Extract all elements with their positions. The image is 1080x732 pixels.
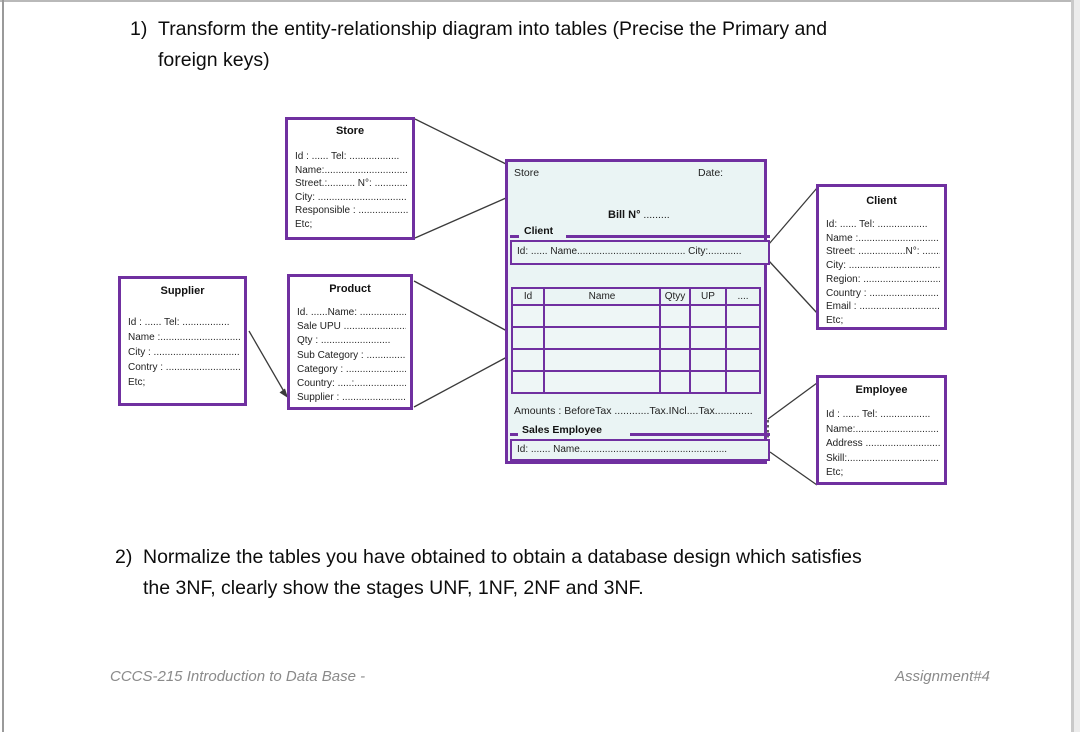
store-attr-name: Name:.............................. — [295, 164, 408, 176]
invoice-bill-number-line: Bill N° ......... — [608, 209, 738, 221]
client-legend-rule — [566, 235, 770, 238]
invoice-date-label: Date: — [698, 167, 724, 179]
items-cell — [513, 350, 543, 370]
supplier-attr-contry: Contry : ...............................… — [128, 362, 240, 373]
question1-line1: Transform the entity-relationship diagra… — [158, 18, 828, 40]
items-col-id: Id — [513, 289, 543, 304]
client-attr-id-tel: Id: ...... Tel: .................. — [826, 219, 928, 230]
entity-store-title: Store — [335, 125, 365, 137]
items-cell — [727, 350, 759, 370]
client-attr-street: Street: .................N°: ....... — [826, 246, 940, 258]
items-col-name: Name — [545, 289, 659, 304]
items-cell — [545, 328, 659, 348]
entity-product-title: Product — [329, 283, 371, 295]
question2-line2: the 3NF, clearly show the stages UNF, 1N… — [143, 577, 644, 599]
items-cell — [661, 306, 689, 326]
store-attr-responsible: Responsible : .................... — [295, 205, 408, 217]
invoice-client-strip: Id: ...... Name.........................… — [510, 240, 770, 265]
invoice-sales-employee-legend: Sales Employee — [522, 424, 602, 436]
items-cell — [545, 350, 659, 370]
page-left-edge — [2, 0, 4, 732]
client-attr-name: Name :............................. — [826, 232, 939, 244]
items-cell — [545, 306, 659, 326]
question1-line2: foreign keys) — [158, 49, 270, 71]
invoice-items-table: Id Name Qtyy UP .... — [511, 287, 761, 394]
items-cell — [513, 328, 543, 348]
client-attr-region: Region: .............................. — [826, 273, 940, 285]
client-attr-city: City: ................................. — [826, 260, 940, 272]
question2-number: 2) — [115, 546, 133, 568]
page-top-edge — [0, 0, 1080, 2]
invoice-client-legend: Client — [524, 225, 554, 237]
invoice-sales-employee-strip: Id: ....... Name........................… — [510, 439, 770, 461]
items-cell — [545, 372, 659, 392]
supplier-attr-name: Name :................................ — [128, 332, 240, 343]
supplier-attr-city: City : .................................… — [128, 347, 240, 358]
footer-assignment-label: Assignment#4 — [894, 668, 990, 685]
question2-line1: Normalize the tables you have obtained t… — [143, 546, 862, 568]
entity-store: Store Id : ...... Tel: .................… — [285, 117, 415, 240]
items-cell — [661, 328, 689, 348]
product-attr-qty: Qty : ......................... — [297, 335, 391, 347]
items-cell — [727, 372, 759, 392]
question1-number: 1) — [130, 18, 148, 40]
items-cell — [691, 328, 725, 348]
footer-course-label: CCCS-215 Introduction to Data Base - — [110, 668, 366, 685]
employee-attr-address: Address ............................ — [826, 438, 940, 450]
store-attr-id-tel: Id : ...... Tel: .................. — [295, 151, 400, 162]
employee-attr-id-tel: Id : ...... Tel: .................. — [826, 409, 931, 420]
invoice-sales-employee-line: Id: ....... Name........................… — [517, 444, 728, 455]
page-right-margin — [1074, 0, 1080, 732]
items-cell — [513, 372, 543, 392]
entity-employee: Employee Id : ...... Tel: ..............… — [816, 375, 947, 485]
entity-client-title: Client — [866, 195, 897, 207]
entity-product: Product Id. ......Name: ................… — [287, 274, 413, 410]
client-attr-email: Email : ............................... — [826, 301, 940, 313]
store-attr-etc: Etc; — [295, 218, 313, 230]
items-cell — [691, 372, 725, 392]
product-attr-supplier: Supplier : ....................... — [297, 392, 406, 404]
employee-attr-name: Name:.............................. — [826, 423, 939, 435]
product-attr-category: Category : .......................... — [297, 363, 406, 375]
arrowhead-icon — [279, 388, 288, 398]
client-attr-country: Country : ......................... — [826, 287, 939, 299]
supplier-attr-id-tel: Id : ...... Tel: ................. — [128, 317, 230, 328]
employee-attr-etc: Etc; — [826, 467, 844, 479]
entity-supplier: Supplier Id : ...... Tel: ..............… — [118, 276, 247, 406]
client-legend-tick — [510, 235, 519, 238]
page-right-edge — [1071, 0, 1074, 732]
product-attr-id-name: Id. ......Name: ................... — [297, 307, 406, 318]
sales-legend-tick — [510, 433, 518, 436]
client-attr-etc: Etc; — [826, 314, 844, 326]
invoice-amounts-line: Amounts : BeforeTax ............Tax.INcl… — [514, 405, 753, 417]
items-cell — [661, 350, 689, 370]
entity-client: Client Id: ...... Tel: .................… — [816, 184, 947, 330]
product-attr-sale-upu: Sale UPU ........................... — [297, 321, 406, 333]
entity-supplier-title: Supplier — [160, 285, 205, 297]
store-attr-city: City: ................................ — [295, 191, 407, 203]
items-col-qty: Qtyy — [661, 289, 689, 304]
store-attr-street: Street.:.......... N°: ............. — [295, 178, 408, 190]
supplier-attr-etc: Etc; — [128, 377, 146, 388]
entity-employee-title: Employee — [855, 384, 908, 396]
items-col-more: .... — [727, 289, 759, 304]
invoice-store-label: Store — [514, 167, 540, 179]
product-attr-country: Country: .....:................... — [297, 378, 406, 390]
items-cell — [513, 306, 543, 326]
items-cell — [727, 328, 759, 348]
bill-number-label: Bill N° — [608, 209, 641, 221]
items-cell — [691, 350, 725, 370]
product-attr-sub-category: Sub Category : .............. — [297, 349, 406, 361]
items-cell — [691, 306, 725, 326]
employee-attr-skill: Skill:................................. — [826, 452, 939, 464]
items-cell — [727, 306, 759, 326]
invoice-client-line: Id: ...... Name.........................… — [517, 246, 742, 257]
sales-legend-rule — [630, 433, 770, 436]
items-cell — [661, 372, 689, 392]
items-col-up: UP — [691, 289, 725, 304]
invoice-form: Store Date: Bill N° ......... Client Id:… — [505, 159, 770, 464]
bill-number-dots: ......... — [640, 209, 670, 221]
